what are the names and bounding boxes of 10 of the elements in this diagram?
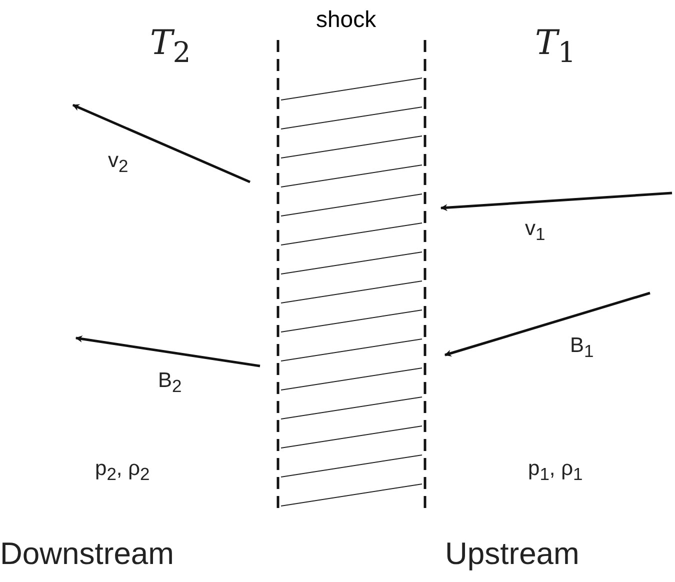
velocity-label: v$_{2}$	[108, 150, 128, 176]
pressure-density-label: p$_{1}$, ρ$_{1}$	[528, 458, 583, 484]
field-label: B$_{1}$	[570, 335, 594, 361]
field-label: B$_{2}$	[158, 370, 182, 396]
velocity-label: v$_{1}$	[525, 218, 546, 244]
region-label: Upstream	[445, 538, 580, 569]
region-label: Downstream	[0, 538, 174, 569]
temperature-label: T$_{1}$	[535, 26, 576, 68]
pressure-density-label: p$_{2}$, ρ$_{2}$	[95, 458, 150, 484]
temperature-label: T$_{2}$	[150, 26, 191, 68]
